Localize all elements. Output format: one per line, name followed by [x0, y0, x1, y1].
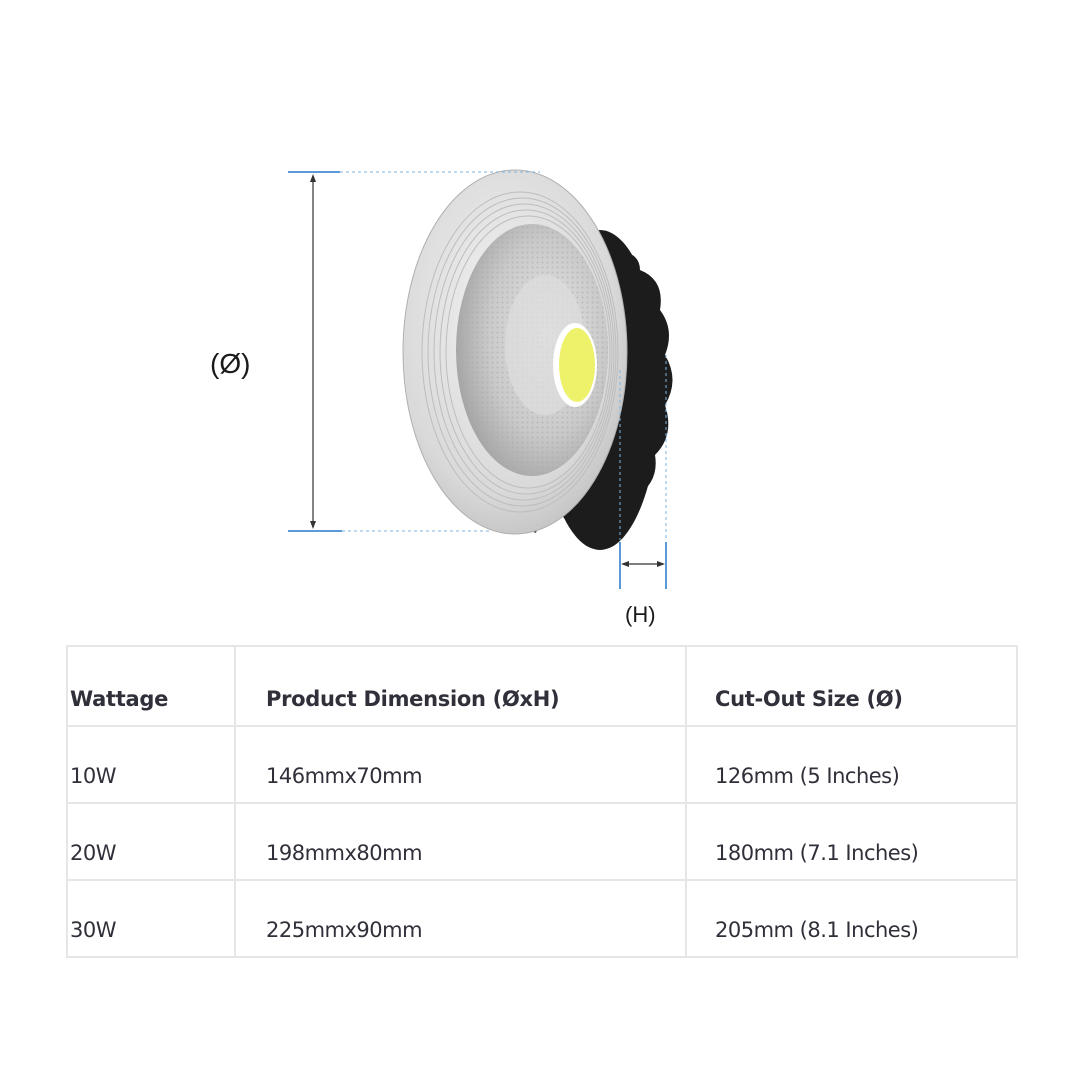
header-product-dimension: Product Dimension (ØxH)	[234, 645, 687, 727]
header-wattage: Wattage	[66, 645, 236, 727]
cell-dimension: 225mmx90mm	[234, 879, 687, 958]
cell-wattage: 20W	[66, 802, 236, 881]
header-cut-out-size: Cut-Out Size (Ø)	[685, 645, 1018, 727]
cell-wattage: 30W	[66, 879, 236, 958]
spec-table: Wattage Product Dimension (ØxH) Cut-Out …	[66, 645, 1018, 958]
height-dimension	[619, 355, 667, 589]
table-header-row: Wattage Product Dimension (ØxH) Cut-Out …	[66, 645, 1018, 727]
diameter-label: (Ø)	[210, 348, 251, 379]
height-label: (H)	[625, 602, 656, 627]
downlight-illustration	[288, 169, 673, 589]
cell-cut-out: 126mm (5 Inches)	[685, 725, 1018, 804]
diameter-dimension	[288, 171, 540, 532]
table-row: 20W 198mmx80mm 180mm (7.1 Inches)	[66, 802, 1018, 881]
cell-cut-out: 180mm (7.1 Inches)	[685, 802, 1018, 881]
cell-dimension: 198mmx80mm	[234, 802, 687, 881]
product-dimension-figure: (Ø) (H)	[210, 169, 673, 627]
table-row: 10W 146mmx70mm 126mm (5 Inches)	[66, 725, 1018, 804]
cell-cut-out: 205mm (8.1 Inches)	[685, 879, 1018, 958]
cell-wattage: 10W	[66, 725, 236, 804]
cob-led	[559, 328, 595, 402]
table-row: 30W 225mmx90mm 205mm (8.1 Inches)	[66, 879, 1018, 958]
cell-dimension: 146mmx70mm	[234, 725, 687, 804]
